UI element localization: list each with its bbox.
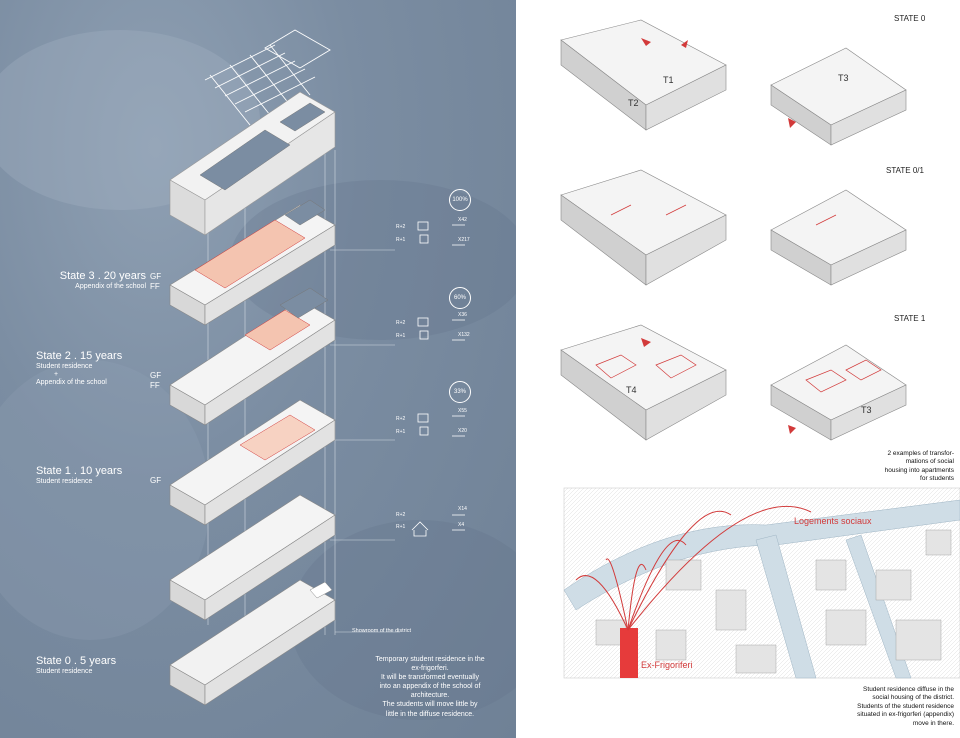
state2-title: State 2 . 15 years — [36, 350, 123, 362]
s3-r2: R+2 — [396, 224, 406, 230]
state2-subtitle-2: + — [54, 370, 59, 378]
floor-gf: GF — [150, 272, 162, 281]
caption-line: little in the diffuse residence. — [385, 710, 475, 718]
caption-line: housing into apartments — [884, 466, 954, 474]
map-label-logements: Logements sociaux — [794, 516, 872, 526]
caption-line: ex-frigorferi. — [411, 665, 449, 673]
floor-ff: FF — [150, 281, 160, 291]
floor-state1 — [169, 399, 336, 526]
room-t1: T1 — [663, 75, 674, 85]
caption-line: situated in ex-frigorferi (appendix) — [857, 711, 954, 719]
roof-slab — [169, 91, 336, 236]
percentage-state1: 33% — [449, 381, 471, 403]
caption-line: move in there. — [912, 719, 954, 727]
s2-r2: R+2 — [396, 320, 406, 326]
state3-subtitle: Appendix of the school — [75, 282, 146, 290]
state0-title: State 0 . 5 years — [36, 655, 117, 667]
floor-state3 — [169, 199, 336, 326]
s3-v2: X217 — [458, 237, 470, 243]
s2-r1: R+1 — [396, 333, 406, 339]
caption-line: The students will move little by — [382, 701, 478, 709]
caption-line: into an appendix of the school of — [379, 683, 481, 691]
s3-v1: X42 — [458, 217, 467, 223]
caption-line: social housing of the district. — [872, 694, 954, 702]
state1-subtitle: Student residence — [36, 477, 93, 485]
showroom-label: Showroom of the district — [352, 628, 411, 634]
room-t3-state1: T3 — [861, 405, 872, 415]
caption-line: 2 examples of transfor- — [887, 450, 954, 457]
state3-label: State 3 . 20 years Appendix of the schoo… — [36, 270, 146, 291]
caption-line: mations of social — [905, 458, 954, 466]
state2-subtitle-1: Student residence — [36, 362, 93, 370]
s1-r2: R+2 — [396, 416, 406, 422]
plans-drawing — [560, 19, 960, 679]
room-t3: T3 — [838, 73, 849, 83]
state1-title: State 1 . 10 years — [36, 465, 123, 477]
room-t4: T4 — [626, 385, 637, 395]
s0-r1: R+1 — [396, 524, 406, 530]
floor-gf: GF — [150, 371, 162, 380]
s2-v2: X132 — [458, 332, 470, 338]
floor-state0-upper — [169, 494, 336, 621]
s0-v1: X14 — [458, 506, 467, 512]
s0-v2: X4 — [458, 522, 465, 528]
s2-v1: X36 — [458, 312, 467, 318]
stat-icons — [411, 221, 465, 537]
state0-subtitle: Student residence — [36, 667, 93, 675]
state01-title: STATE 0/1 — [886, 166, 924, 175]
state3-title: State 3 . 20 years — [59, 270, 146, 282]
s0-r2: R+2 — [396, 512, 406, 518]
state2-label: State 2 . 15 years Student residence + A… — [36, 350, 156, 387]
state2-floors: GF FF — [150, 371, 161, 390]
caption-line: Temporary student residence in the — [375, 656, 485, 663]
s1-r1: R+1 — [396, 429, 406, 435]
plans-caption: 2 examples of transfor- mations of socia… — [816, 450, 954, 484]
percentage-state2: 60% — [449, 287, 471, 309]
state01-plans — [560, 169, 907, 286]
caption-line: It will be transformed eventually — [380, 674, 480, 682]
state1-title: STATE 1 — [894, 314, 926, 323]
s1-v1: X55 — [458, 408, 467, 414]
state0-label: State 0 . 5 years Student residence — [36, 655, 146, 676]
state1-floors: GF — [150, 476, 161, 486]
state0-plans — [560, 19, 907, 146]
roof-structure — [204, 29, 331, 126]
room-t2: T2 — [628, 98, 639, 108]
axonometric-drawing — [169, 29, 465, 706]
left-caption: Temporary student residence in the ex-fr… — [355, 655, 505, 719]
map-caption: Student residence diffuse in the social … — [766, 686, 954, 728]
caption-line: Student residence diffuse in the — [863, 686, 954, 693]
floor-gf: GF — [150, 476, 162, 485]
s1-v2: X20 — [458, 428, 467, 434]
state3-floors: GF FF — [150, 272, 161, 291]
district-map — [563, 487, 960, 679]
caption-line: for students — [920, 475, 954, 483]
caption-line: Students of the student residence — [857, 702, 954, 710]
map-label-exfrigoriferi: Ex-Frigoriferi — [641, 660, 693, 670]
percentage-state3: 100% — [449, 189, 471, 211]
caption-line: architecture. — [410, 692, 450, 700]
floor-ground — [169, 579, 336, 706]
state2-subtitle-3: Appendix of the school — [36, 378, 107, 386]
s3-r1: R+1 — [396, 237, 406, 243]
left-panel: State 3 . 20 years Appendix of the schoo… — [0, 0, 516, 738]
state1-plans — [560, 324, 907, 441]
state1-label: State 1 . 10 years Student residence — [36, 465, 146, 486]
state0-title: STATE 0 — [894, 14, 926, 23]
right-panel: STATE 0 STATE 0/1 STATE 1 T1 T2 T3 T4 T3… — [516, 0, 960, 738]
floor-ff: FF — [150, 380, 160, 390]
floor-state2 — [169, 287, 336, 426]
